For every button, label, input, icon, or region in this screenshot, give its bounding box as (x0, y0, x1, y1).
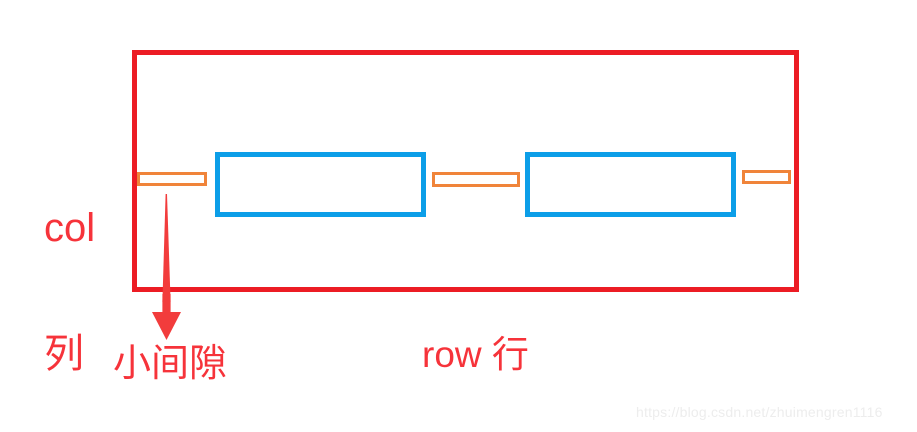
col-label-line-2: 列 (44, 332, 84, 376)
row-label: row 行 (422, 334, 529, 375)
col-label: col 列 (44, 123, 95, 432)
gap-label: 小间隙 (113, 343, 228, 385)
gap-marker-2 (432, 172, 520, 187)
col-item-box-2 (525, 152, 736, 217)
gap-marker-1 (137, 172, 207, 186)
row-container-box (132, 50, 799, 292)
col-label-line-1: col (44, 206, 96, 250)
col-item-box-1 (215, 152, 426, 217)
watermark-text: https://blog.csdn.net/zhuimengren1116 (636, 404, 883, 420)
gap-marker-3 (742, 170, 791, 184)
